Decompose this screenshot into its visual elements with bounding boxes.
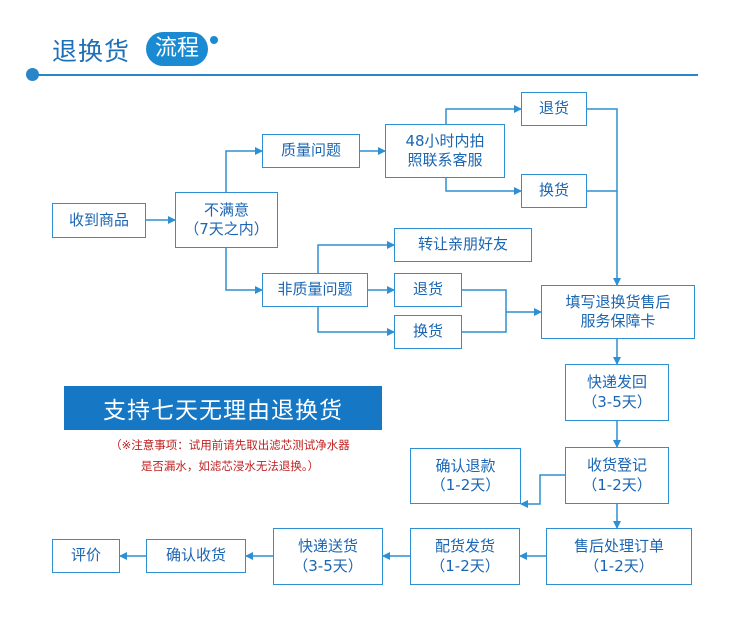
- header-divider: [34, 74, 698, 76]
- node-exchange-quality: 换货: [521, 174, 587, 208]
- edge-return2-fill: [462, 289, 507, 312]
- edge-photo-exchange: [445, 178, 522, 195]
- title-badge: 流程: [146, 32, 208, 66]
- edge-register-refund: [520, 474, 565, 508]
- page-title: 退换货: [52, 37, 131, 66]
- node-process-order: 售后处理订单 （1-2天）: [546, 528, 692, 585]
- node-return-quality: 退货: [521, 92, 587, 126]
- title-dot: [210, 36, 218, 44]
- note-line-2: 是否漏水，如滤芯浸水无法退换。）: [140, 459, 320, 473]
- node-non-quality: 非质量问题: [262, 273, 368, 307]
- node-fill-card: 填写退换货售后 服务保障卡: [541, 285, 695, 339]
- edge-unsatisfied-nonquality: [225, 248, 263, 294]
- node-return-nonquality: 退货: [394, 273, 462, 307]
- node-quality: 质量问题: [262, 134, 360, 168]
- edge-photo-return: [445, 105, 522, 124]
- edge-exchange2-fill: [462, 312, 507, 333]
- divider-dot: [26, 68, 39, 81]
- node-unsatisfied: 不满意 （7天之内）: [175, 192, 278, 248]
- node-register: 收货登记 （1-2天）: [565, 447, 669, 504]
- node-express-deliver: 快递送货 （3-5天）: [273, 528, 383, 585]
- policy-banner: 支持七天无理由退换货: [64, 386, 382, 430]
- node-confirm-refund: 确认退款 （1-2天）: [410, 448, 521, 504]
- node-photo: 48小时内拍 照联系客服: [385, 124, 505, 178]
- edge-nonquality-exchange: [317, 304, 395, 336]
- node-confirm-receipt: 确认收货: [146, 539, 246, 573]
- node-transfer: 转让亲朋好友: [394, 228, 532, 262]
- node-prepare-ship: 配货发货 （1-2天）: [410, 528, 520, 585]
- node-review: 评价: [52, 539, 120, 573]
- edge-return-fill: [587, 108, 621, 286]
- node-exchange-nonquality: 换货: [394, 315, 462, 349]
- edge-unsatisfied-quality: [225, 147, 263, 192]
- node-express-back: 快递发回 （3-5天）: [565, 364, 669, 421]
- node-receive: 收到商品: [52, 203, 146, 238]
- edge-nonquality-transfer: [317, 241, 395, 276]
- note-line-1: （※注意事项：试用前请先取出滤芯测试净水器: [110, 438, 350, 452]
